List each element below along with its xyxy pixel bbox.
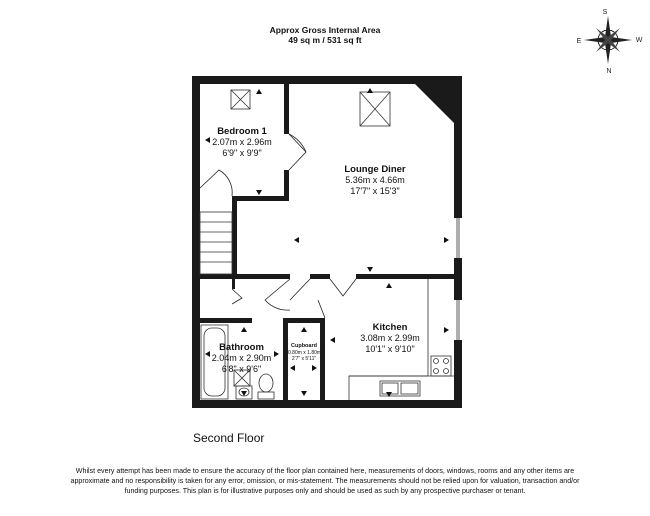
- room-name: Cupboard: [291, 343, 317, 349]
- internal-walls: [200, 84, 454, 400]
- kitchen-hob: [430, 355, 452, 377]
- room-imperial: 10'1" x 9'10": [365, 344, 415, 354]
- room-metric: 5.36m x 4.66m: [345, 175, 405, 185]
- kitchen-sink: [379, 380, 421, 397]
- room-imperial: 6'8" x 9'6": [221, 364, 262, 374]
- door-swings: [199, 133, 357, 319]
- window-kitchen: [454, 300, 462, 340]
- area-value: 49 sq m / 531 sq ft: [288, 35, 362, 45]
- room-name: Kitchen: [372, 322, 408, 333]
- room-name: Lounge Diner: [344, 164, 406, 175]
- room-lounge-diner: Lounge Diner 5.36m x 4.66m 17'7" x 15'3": [320, 164, 430, 197]
- room-name: Bathroom: [219, 342, 264, 353]
- skylight-bedroom: [230, 89, 251, 110]
- skylight-lounge: [359, 91, 391, 127]
- compass-west: W: [636, 37, 643, 44]
- measurement-markers: [205, 88, 449, 397]
- area-title: Approx Gross Internal Area: [269, 25, 381, 35]
- room-name: Bedroom 1: [217, 126, 267, 137]
- room-cupboard: Cupboard 0.80m x 1.80m 2'7" x 5'11": [288, 343, 322, 363]
- room-bedroom-1: Bedroom 1 2.07m x 2.96m 6'9" x 9'9": [200, 126, 284, 159]
- room-imperial: 6'9" x 9'9": [222, 148, 262, 158]
- window-lounge: [454, 218, 462, 258]
- compass-south: S: [603, 9, 608, 16]
- staircase: [199, 211, 233, 275]
- compass-east: E: [577, 38, 582, 45]
- room-kitchen: Kitchen 3.08m x 2.99m 10'1" x 9'10": [345, 322, 435, 355]
- toilet: [257, 373, 275, 400]
- floor-label: Second Floor: [193, 431, 265, 445]
- compass-north: N: [606, 68, 611, 75]
- room-imperial: 17'7" x 15'3": [350, 186, 400, 196]
- room-metric: 3.08m x 2.99m: [360, 333, 420, 343]
- room-metric: 0.80m x 1.80m: [288, 349, 322, 356]
- room-metric: 2.04m x 2.90m: [211, 353, 272, 363]
- disclaimer: Whilst every attempt has been made to en…: [70, 467, 580, 496]
- room-metric: 2.07m x 2.96m: [212, 137, 272, 147]
- compass-icon: S N E W: [577, 9, 643, 75]
- room-imperial: 2'7" x 5'11": [291, 356, 317, 362]
- room-bathroom: Bathroom 2.04m x 2.90m 6'8" x 9'6": [200, 342, 283, 375]
- bathtub: [200, 324, 229, 400]
